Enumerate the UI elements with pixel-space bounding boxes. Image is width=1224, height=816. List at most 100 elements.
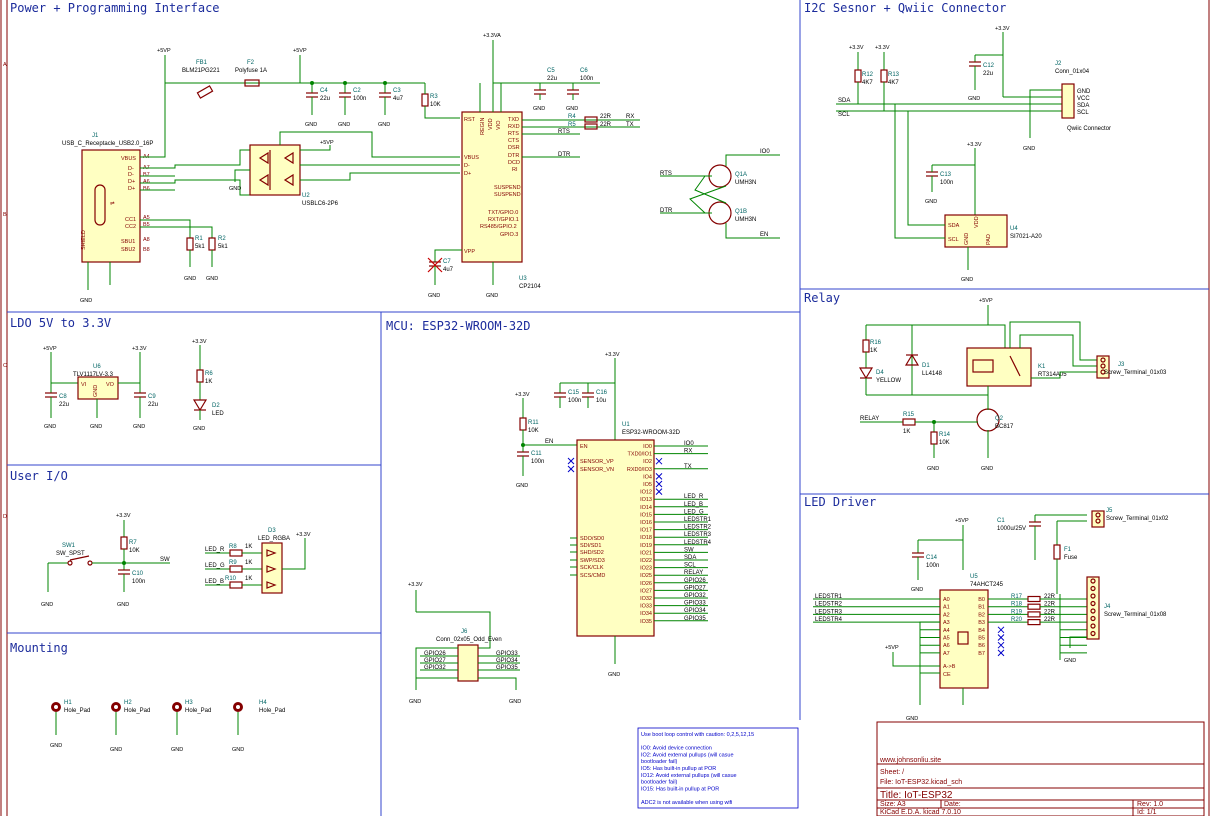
r16-ref: R16 — [870, 340, 882, 346]
u5-ref: U5 — [970, 574, 978, 580]
u6-ref: U6 — [93, 364, 101, 370]
r19-ref: R19 — [1011, 609, 1023, 615]
j1-pin-dp2: D+ — [128, 186, 135, 192]
u1-pin-io32: IO32 — [640, 596, 652, 602]
u1-pin-io26: IO26 — [640, 581, 652, 587]
title-date: Date: — [944, 801, 961, 808]
u3-pin-vbus: VBUS — [464, 155, 479, 161]
j1-num-a8: A8 — [143, 237, 150, 243]
net-dtr-2: DTR — [660, 208, 673, 214]
q1b-value: UMH3N — [735, 217, 756, 223]
f1-ref: F1 — [1064, 547, 1072, 553]
u1-ref: U1 — [622, 422, 630, 428]
gnd-label-u4: GND — [961, 277, 973, 283]
note-line: IO5: Has built-in pullup at POR — [641, 766, 716, 772]
u3-ref: U3 — [519, 276, 527, 282]
r5-resistor — [584, 123, 598, 130]
j1-ref: J1 — [92, 133, 99, 139]
ldo-regulator-u6 — [77, 376, 119, 400]
r6-ref: R6 — [205, 371, 213, 377]
u1-pin-scs-cmd: SCS/CMD — [580, 573, 605, 579]
note-line: ADC2 is not available when using wifi — [641, 800, 732, 806]
j3-value: Screw_Terminal_01x03 — [1104, 370, 1167, 376]
net-ledstr4: LEDSTR4 — [815, 617, 843, 623]
u3-pin-txd: TXD — [508, 117, 519, 123]
c5-value: 22u — [547, 76, 557, 82]
r12-resistor — [854, 69, 862, 83]
h3-value: Hole_Pad — [185, 708, 211, 714]
power-label-5vp-u5: +5VP — [955, 518, 969, 524]
f2-fuse — [244, 79, 260, 87]
u1-net-ledstr4: LEDSTR4 — [684, 540, 712, 546]
u5-pin-b2: B2 — [978, 612, 985, 618]
u5-pin-a0: A0 — [943, 597, 950, 603]
c1-value: 1000u/25V — [997, 526, 1026, 532]
u1-net-led-g: LED_G — [684, 509, 704, 515]
c15-ref: C15 — [568, 390, 580, 396]
u1-pin-io13: IO13 — [640, 497, 652, 503]
fb1-ferrite — [196, 85, 214, 99]
caps-c4-c2-c3 — [306, 81, 391, 115]
rgb-led-d3 — [261, 542, 283, 594]
r5-value: 22R — [600, 122, 612, 128]
section-frames — [7, 0, 1209, 816]
net-sda: SDA — [838, 98, 850, 104]
notes-box — [637, 727, 799, 809]
r19-resistor — [1027, 611, 1041, 618]
power-label-33-r12: +3.3V — [849, 45, 864, 51]
gnd-label-2: GND — [206, 276, 218, 282]
f2-value: Polyfuse 1A — [235, 68, 267, 74]
u1-net-gpio35: GPIO35 — [684, 616, 706, 622]
cp2104-u3 — [461, 111, 523, 263]
u3-pin-gpio2: RS485/GPIO.2 — [480, 224, 517, 230]
r18-resistor — [1027, 603, 1041, 610]
gnd-label-c3: GND — [378, 122, 390, 128]
mounting-section: H1 Hole_Pad GND H2 Hole_Pad GND H3 Hole_… — [50, 700, 285, 753]
j6-value: Conn_02x05_Odd_Even — [436, 637, 502, 643]
u5-pin-ce: CE — [943, 672, 951, 678]
gnd-label-h3: GND — [171, 747, 183, 753]
gnd-label-c12: GND — [968, 96, 980, 102]
gnd-label-u2: GND — [229, 186, 241, 192]
j1-pin-dp1: D+ — [128, 179, 135, 185]
u4-pin-pad: PAD — [986, 234, 992, 245]
gnd-label-h1: GND — [50, 743, 62, 749]
gnd-label-1: GND — [184, 276, 196, 282]
gnd-label-r14: GND — [927, 466, 939, 472]
note-line: Use boot loop control with caution: 0,2,… — [641, 732, 754, 738]
note-line: IO0: Avoid device connection — [641, 746, 712, 752]
u5-pin-a-b: A->B — [943, 664, 956, 670]
power-label-5vp-2: +5VP — [293, 48, 307, 54]
power-label-33va: +3.3VA — [483, 33, 501, 39]
u5-pin-a6: A6 — [943, 643, 950, 649]
power-label-5vp-ldo: +5VP — [43, 346, 57, 352]
net-led-b: LED_B — [205, 579, 224, 585]
u5-value: 74AHCT245 — [970, 582, 1004, 588]
h4-value: Hole_Pad — [259, 708, 285, 714]
u1-pin-sdo-sd0: SDO/SD0 — [580, 536, 604, 542]
net-rts: RTS — [558, 129, 570, 135]
net-led-r: LED_R — [205, 547, 225, 553]
u5-pin-b5: B5 — [978, 636, 985, 642]
hole-pad-h3: H3 Hole_Pad GND — [171, 700, 211, 753]
u1-pin-io34: IO34 — [640, 611, 652, 617]
gnd-label-c10: GND — [117, 602, 129, 608]
j1-pin-sbu2: SBU2 — [121, 247, 135, 253]
r13-ref: R13 — [888, 72, 900, 78]
gnd-label-j2: GND — [1023, 146, 1035, 152]
j1-pin-cc1: CC1 — [125, 217, 136, 223]
j6-net-gpio26: GPIO26 — [424, 651, 446, 657]
j6-net-gpio32: GPIO32 — [424, 665, 446, 671]
row-marker-b: B — [3, 212, 7, 218]
u3-pin-gpio1: RXT/GPIO.1 — [488, 217, 519, 223]
r2-ref: R2 — [218, 236, 226, 242]
u1-pin-shd-sd2: SHD/SD2 — [580, 550, 604, 556]
gnd-label-q2: GND — [981, 466, 993, 472]
u5-pin-a7: A7 — [943, 651, 950, 657]
h2-value: Hole_Pad — [124, 708, 150, 714]
r9-value: 1K — [245, 560, 252, 566]
